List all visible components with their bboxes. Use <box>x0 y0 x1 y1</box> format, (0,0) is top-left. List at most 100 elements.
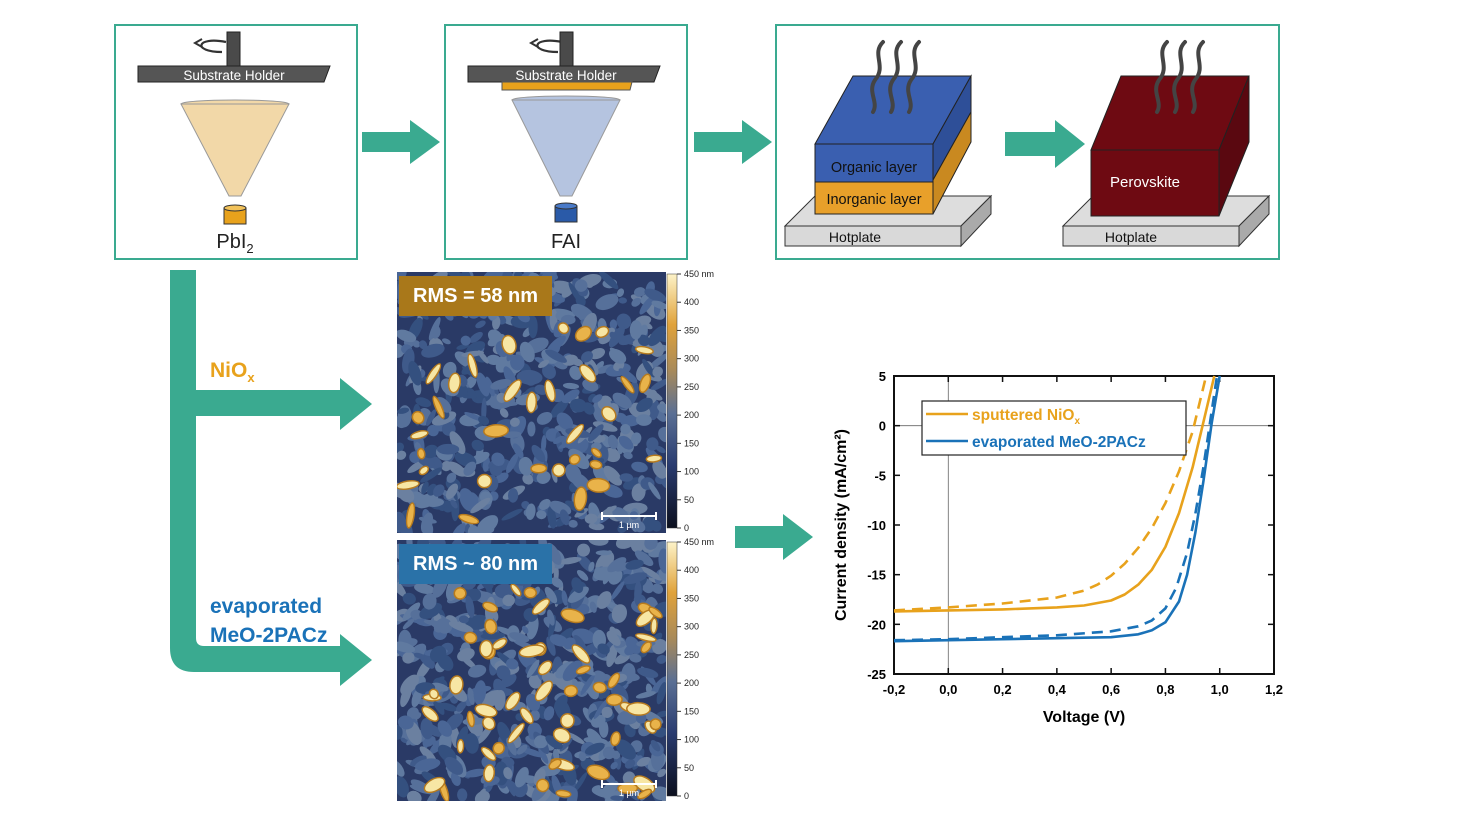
afm-particle <box>484 425 508 437</box>
colorbar-tick-label: 450 nm <box>684 269 714 279</box>
afm-grain <box>485 376 495 397</box>
afm-grain <box>465 595 475 618</box>
y-tick-label: -10 <box>867 518 886 533</box>
colorbar-tick-label: 350 <box>684 593 699 603</box>
afm-grain <box>441 687 451 699</box>
afm-grain <box>469 331 483 343</box>
afm-grain <box>538 359 550 369</box>
hotplate-1-front <box>784 225 962 247</box>
y-tick-label: 0 <box>879 419 886 434</box>
afm-grain <box>536 411 553 425</box>
afm-grain <box>410 755 427 767</box>
afm-grain <box>534 735 548 749</box>
afm-grain <box>636 397 653 413</box>
afm-particle <box>561 609 584 622</box>
afm-grain <box>610 761 618 770</box>
afm-particle <box>641 642 651 652</box>
heat-waves-1-icon <box>870 40 921 114</box>
afm-grain <box>584 513 598 524</box>
legend-entry: evaporated MeO-2PACz <box>972 434 1146 451</box>
afm-grain <box>465 387 477 400</box>
afm-particle <box>520 645 544 657</box>
series-line-dashed <box>893 375 1208 612</box>
afm-grain <box>504 775 516 797</box>
afm-grain <box>464 733 479 754</box>
afm-grain <box>609 319 618 330</box>
afm-grain <box>569 398 587 413</box>
afm-particle <box>537 780 548 791</box>
afm-grain <box>476 788 486 801</box>
afm-grain <box>553 435 565 445</box>
afm-grain <box>592 394 603 403</box>
colorbar-tick-label: 250 <box>684 650 699 660</box>
colorbar-gradient <box>666 541 678 797</box>
afm-grain <box>636 414 652 426</box>
afm-particle <box>411 431 428 439</box>
afm-grain <box>624 645 636 656</box>
afm-grain <box>402 652 415 664</box>
afm-grain <box>456 701 467 712</box>
afm-grain <box>476 515 499 533</box>
afm-grain <box>516 369 543 385</box>
afm-grain <box>586 728 604 747</box>
afm-particle <box>418 449 425 459</box>
afm-grain <box>609 331 618 340</box>
afm-grain <box>589 348 606 360</box>
afm-grain <box>657 768 666 778</box>
y-axis-label: Current density (mA/cm²) <box>833 429 850 621</box>
colorbar-tick-label: 150 <box>684 706 699 716</box>
colorbar-tick-label: 300 <box>684 622 699 632</box>
afm-grain <box>617 522 629 533</box>
afm-grain <box>651 786 666 801</box>
afm-particle <box>483 603 497 612</box>
afm-grain <box>651 300 666 310</box>
afm-grain <box>539 498 551 511</box>
heat-waves-2-icon <box>1154 40 1205 114</box>
afm-grain <box>480 632 506 640</box>
afm-grain <box>631 519 646 533</box>
afm-grain <box>397 407 410 414</box>
step1-drawing: Substrate Holder PbI2 <box>137 31 331 256</box>
afm-particle <box>627 703 650 715</box>
afm-grain <box>646 437 659 451</box>
afm-grain <box>402 618 415 630</box>
afm-grain <box>470 497 491 514</box>
afm-grain <box>650 739 661 752</box>
afm-particle <box>468 354 477 377</box>
colorbar-tick-label: 100 <box>684 467 699 477</box>
afm-grain <box>610 795 624 801</box>
afm-grain <box>425 409 437 427</box>
afm-grain <box>414 758 441 771</box>
afm-grain <box>546 335 566 355</box>
meo-branch-label: evaporated MeO-2PACz <box>210 592 327 650</box>
rms-badge-nio: RMS = 58 nm <box>399 276 553 316</box>
afm-grain <box>465 614 491 630</box>
x-tick-label: -0,2 <box>883 682 905 697</box>
afm-particle <box>533 599 549 614</box>
afm-grain <box>542 364 556 379</box>
afm-grain <box>408 360 422 386</box>
afm-grain <box>630 540 646 553</box>
afm-grain <box>603 465 623 486</box>
afm-grain <box>458 615 469 624</box>
afm-particle <box>549 760 561 769</box>
afm-grain <box>631 483 646 502</box>
afm-particle <box>508 724 524 743</box>
afm-grain <box>536 471 551 484</box>
organic-label: Organic layer <box>831 160 917 176</box>
scale-bar-meo: 1 µm <box>601 780 657 798</box>
afm-grain <box>589 601 597 613</box>
afm-particle <box>556 791 570 797</box>
afm-grain <box>551 577 564 588</box>
rotation-arrow-icon <box>192 38 227 54</box>
afm-particle <box>594 683 606 692</box>
afm-particle <box>536 681 552 700</box>
afm-grain <box>569 365 582 380</box>
afm-grain <box>650 378 666 391</box>
y-tick-label: 5 <box>879 369 886 384</box>
afm-particle <box>420 467 428 474</box>
afm-grain <box>467 687 475 705</box>
afm-grain <box>629 320 643 340</box>
colorbar-tick-label: 100 <box>684 735 699 745</box>
colorbar-tick-label: 150 <box>684 438 699 448</box>
